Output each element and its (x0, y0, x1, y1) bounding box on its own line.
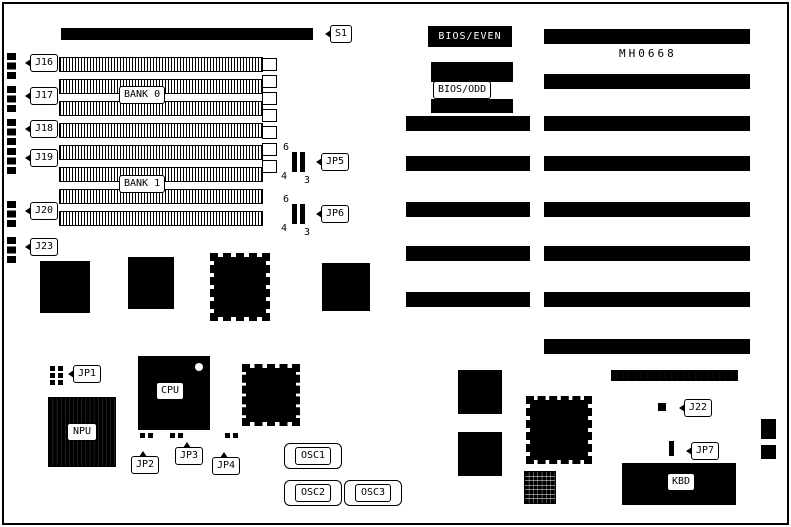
simm-socket-row (59, 211, 263, 226)
bios-even-chip: BIOS/EVEN (428, 26, 512, 47)
expansion-slot (544, 292, 750, 307)
expansion-slot (406, 292, 530, 307)
bank1-label: BANK 1 (119, 175, 166, 193)
edge-connector (7, 237, 18, 263)
small-component (262, 109, 277, 122)
npu-socket: NPU (48, 397, 116, 467)
logic-chip (322, 263, 370, 311)
j22-label: J22 (684, 399, 713, 417)
edge-connector (7, 148, 18, 174)
socketed-component (524, 471, 556, 504)
jp7-label: JP7 (691, 442, 720, 460)
osc2-label: OSC2 (294, 484, 332, 502)
npu-label: NPU (66, 423, 98, 441)
s1-label: S1 (330, 25, 353, 43)
support-chip (458, 432, 502, 476)
jp2-label: JP2 (131, 451, 160, 474)
chipset-qfp (242, 364, 300, 426)
jp5-pin4-number: 4 (281, 171, 288, 182)
osc1-can: OSC1 (284, 443, 342, 469)
j19-label: J19 (30, 149, 59, 167)
kbd-label: KBD (667, 473, 696, 491)
io-chip-qfp (526, 396, 592, 464)
simm-socket-row (59, 145, 263, 160)
osc3-can: OSC3 (344, 480, 402, 506)
simm-socket-row (59, 57, 263, 72)
small-component (262, 58, 277, 71)
logic-chip (128, 257, 174, 309)
j22-connector (658, 403, 666, 411)
jp6-label: JP6 (321, 205, 350, 223)
osc1-label: OSC1 (294, 447, 332, 465)
jp2-jumper-block (140, 433, 153, 439)
expansion-slot (406, 156, 530, 171)
expansion-slot (544, 339, 750, 354)
expansion-slot (544, 116, 750, 131)
j17-label: J17 (30, 87, 59, 105)
small-component (262, 75, 277, 88)
expansion-slot (544, 74, 750, 89)
edge-connector (7, 201, 18, 227)
jp3-jumper-block (170, 433, 183, 439)
right-edge-connector (761, 445, 776, 459)
small-component (262, 92, 277, 105)
jp4-jumper-block (225, 433, 238, 439)
logic-chip (40, 261, 90, 313)
expansion-slot (406, 116, 530, 131)
expansion-slot (544, 156, 750, 171)
simm-socket-row (59, 123, 263, 138)
j23-label: J23 (30, 238, 59, 256)
jp1-label: JP1 (73, 365, 102, 383)
small-component (262, 126, 277, 139)
jp4-label: JP4 (212, 452, 241, 475)
edge-connector (7, 86, 18, 112)
bios-odd-label: BIOS/ODD (433, 81, 492, 99)
cpu-pin1-dot (195, 363, 203, 371)
jp7-jumper-block (669, 441, 678, 456)
jp6-jumper-block (292, 204, 305, 224)
osc2-can: OSC2 (284, 480, 342, 506)
bios-odd-chip (431, 62, 513, 82)
jp5-pin6-number: 6 (283, 142, 290, 153)
osc3-label: OSC3 (354, 484, 392, 502)
cpu-label: CPU (156, 382, 185, 400)
board-id-text: MH0668 (619, 47, 677, 60)
j20-label: J20 (30, 202, 59, 220)
jp5-jumper-block (292, 152, 305, 172)
j18-label: J18 (30, 120, 59, 138)
jp5-label: JP5 (321, 153, 350, 171)
expansion-slot (406, 202, 530, 217)
support-chip (458, 370, 502, 414)
small-component (262, 143, 277, 156)
expansion-slot (544, 29, 750, 44)
capacitor-row (611, 370, 738, 389)
edge-connector (7, 119, 18, 145)
expansion-slot (544, 246, 750, 261)
jp5-pin3-number: 3 (304, 175, 311, 186)
bios-odd-chip-lower (431, 99, 513, 113)
jp6-pin4-number: 4 (281, 223, 288, 234)
jp6-pin6-number: 6 (283, 194, 290, 205)
jp3-label: JP3 (175, 442, 204, 465)
edge-connector (7, 53, 18, 79)
small-component (262, 160, 277, 173)
s1-dip-bar (61, 28, 313, 40)
expansion-slot (406, 246, 530, 261)
bank0-label: BANK 0 (119, 86, 166, 104)
logic-chip-qfp (210, 253, 270, 321)
j16-label: J16 (30, 54, 59, 72)
jp6-pin3-number: 3 (304, 227, 311, 238)
jp1-jumper-block (50, 366, 63, 385)
expansion-slot (544, 202, 750, 217)
right-edge-connector (761, 419, 776, 439)
